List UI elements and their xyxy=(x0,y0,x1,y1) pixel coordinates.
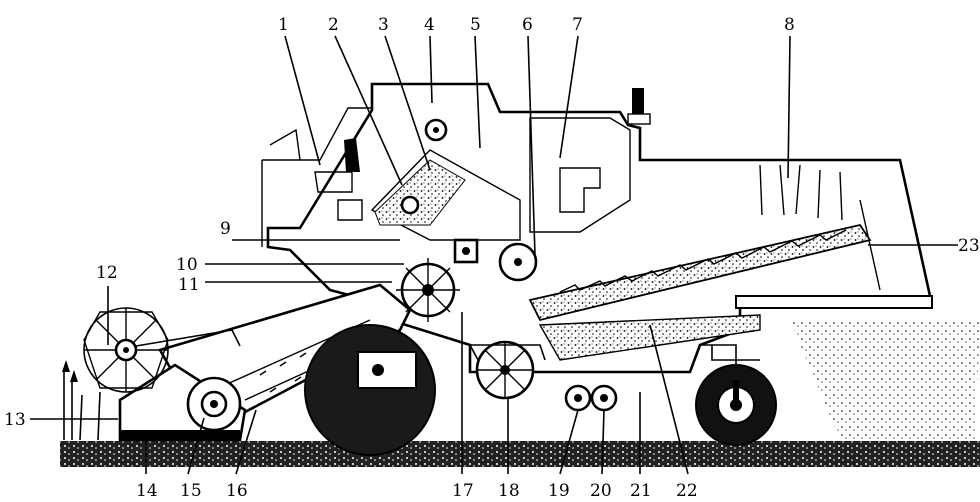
label-22: 22 xyxy=(676,481,698,501)
tailings-auger-hub xyxy=(600,394,608,402)
cab-outline xyxy=(261,107,372,247)
cutter-bar xyxy=(120,430,240,440)
label-12: 12 xyxy=(96,263,118,283)
label-7: 7 xyxy=(572,15,583,35)
header-auger-hub xyxy=(210,400,218,408)
leader-lines xyxy=(30,35,958,475)
label-17: 17 xyxy=(452,481,474,501)
label-14: 14 xyxy=(136,481,158,501)
label-9: 9 xyxy=(220,219,231,239)
rear-axle-arm xyxy=(700,344,760,370)
label-13: 13 xyxy=(4,410,26,430)
label-4: 4 xyxy=(424,15,435,35)
label-18: 18 xyxy=(498,481,520,501)
rear-discharge xyxy=(735,295,933,309)
reel-arm xyxy=(135,329,241,347)
gearbox-center xyxy=(462,247,470,255)
label-15: 15 xyxy=(180,481,202,501)
front-window-frame xyxy=(269,128,301,161)
threshing-cylinder xyxy=(400,195,420,215)
ground xyxy=(60,441,980,467)
thresher-housing xyxy=(370,149,521,241)
label-10: 10 xyxy=(176,255,198,275)
straw-walker xyxy=(528,223,872,322)
exhaust-base xyxy=(627,113,651,125)
label-5: 5 xyxy=(470,15,481,35)
cleaning-sieve xyxy=(538,314,761,361)
engine-box xyxy=(357,351,417,389)
engine-pulley xyxy=(372,364,384,376)
rear-wheel-post xyxy=(733,380,739,406)
separator-hub xyxy=(514,258,522,266)
driver-seat xyxy=(314,171,363,221)
label-2: 2 xyxy=(328,15,339,35)
label-3: 3 xyxy=(378,15,389,35)
label-20: 20 xyxy=(590,481,612,501)
label-16: 16 xyxy=(226,481,248,501)
front-wheel xyxy=(304,324,436,456)
label-6: 6 xyxy=(522,15,533,35)
fan-housing xyxy=(468,344,546,361)
label-23: 23 xyxy=(958,236,980,256)
label-11: 11 xyxy=(178,275,200,295)
crop-heads xyxy=(62,360,78,382)
label-8: 8 xyxy=(784,15,795,35)
straw-walker-teeth xyxy=(559,229,847,293)
reel-hub-center xyxy=(123,347,129,353)
beater-hub xyxy=(422,284,434,296)
upper-drum-hub xyxy=(433,127,439,133)
grain-tank xyxy=(529,117,631,233)
label-19: 19 xyxy=(548,481,570,501)
label-1: 1 xyxy=(278,15,289,35)
straw-hood-lines xyxy=(759,164,881,291)
label-21: 21 xyxy=(630,481,652,501)
grain-auger-hub xyxy=(574,394,582,402)
fan-hub xyxy=(500,365,510,375)
straw-spray xyxy=(790,320,980,440)
crop-stalks xyxy=(63,372,101,441)
threshing-material xyxy=(374,159,466,226)
exhaust-stack xyxy=(632,88,644,114)
seat-back xyxy=(344,138,360,172)
